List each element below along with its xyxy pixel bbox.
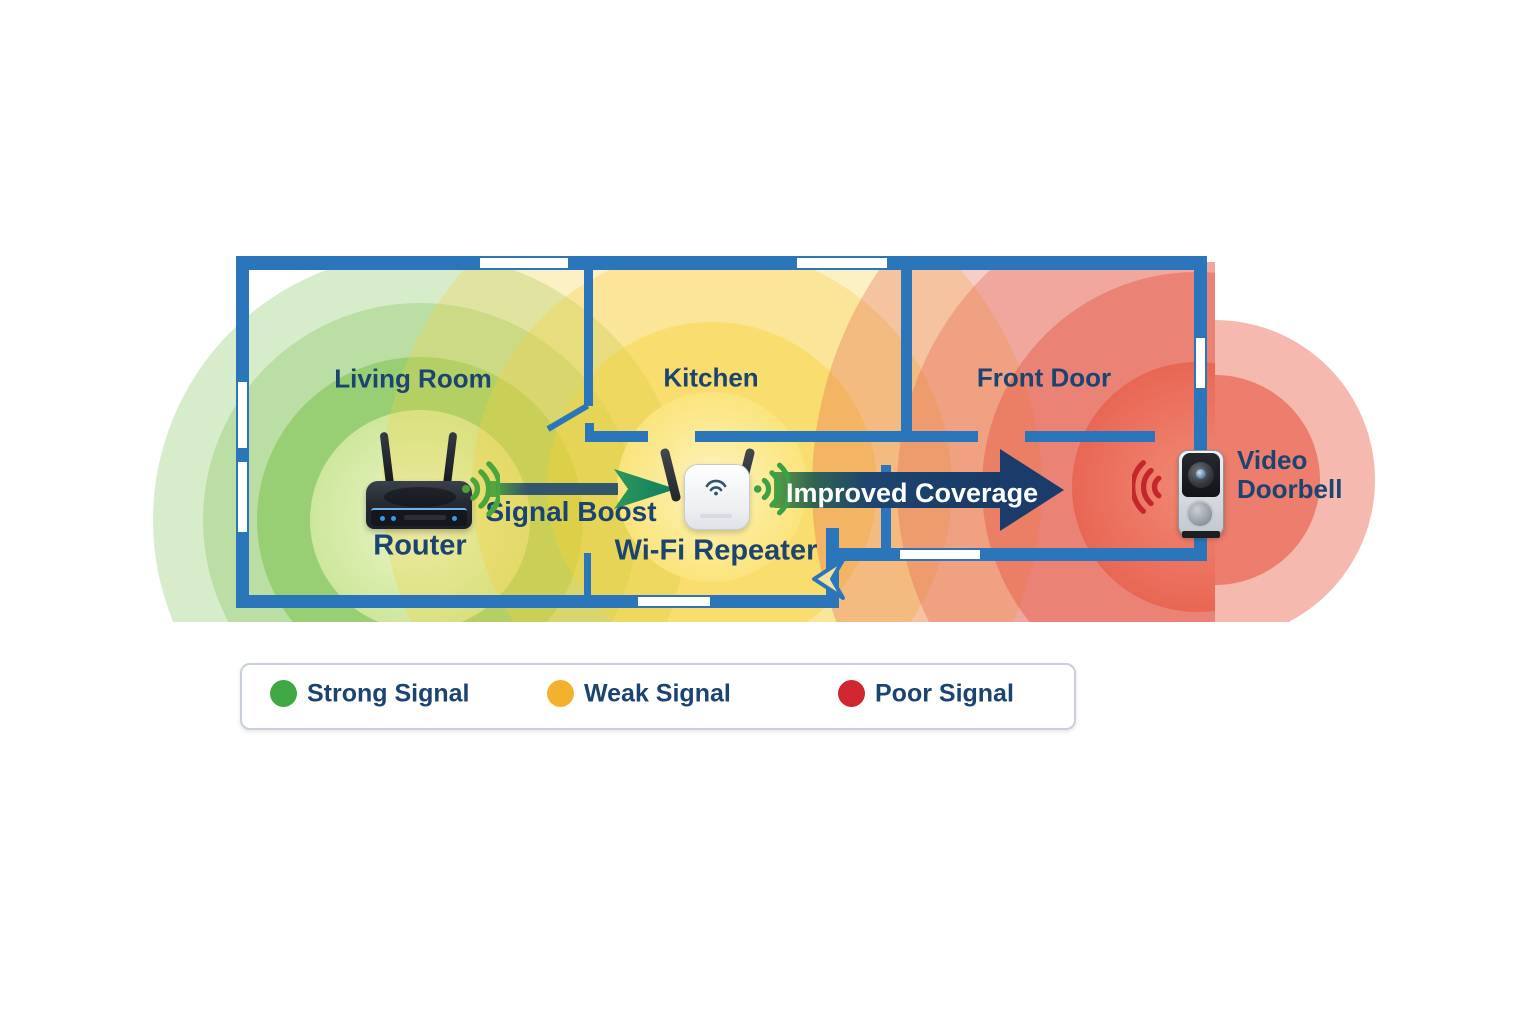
router-led-1 [380, 516, 385, 521]
router-label: Router [373, 529, 467, 562]
wall-kitchen-bottom-a [585, 431, 648, 442]
legend [240, 663, 1076, 730]
improved-coverage-arrow [774, 449, 1064, 531]
router-top-panel [384, 487, 456, 507]
doorbell-label-line2: Doorbell [1237, 474, 1343, 504]
doorbell-button [1186, 500, 1214, 528]
poor-signal-zone [130, 262, 1215, 622]
doorbell-base [1182, 531, 1220, 538]
poor-signal-dot-icon [838, 680, 865, 707]
wall-top [236, 256, 1207, 270]
window-wing-bottom [900, 550, 980, 559]
room-label-kitchen: Kitchen [663, 362, 759, 393]
signal-boost-label: Signal Boost [485, 496, 657, 527]
repeater-device [684, 464, 750, 530]
wall-divider-living-kitchen [584, 266, 593, 406]
window-top-1 [480, 258, 568, 268]
repeater-wifi-icon [705, 479, 727, 496]
repeater-label: Wi-Fi Repeater [614, 534, 818, 567]
doorbell-label: Video Doorbell [1237, 446, 1342, 504]
wall-divider-stub [584, 553, 591, 595]
router-wifi-waves-icon [462, 461, 500, 517]
window-left-2 [238, 462, 247, 532]
repeater-seam [700, 514, 732, 518]
window-left-1 [238, 382, 247, 448]
legend-label-weak: Weak Signal [584, 679, 731, 708]
legend-label-strong: Strong Signal [307, 679, 470, 708]
signal-boost-arrow [486, 469, 676, 509]
improved-coverage-label: Improved Coverage [786, 478, 1039, 508]
room-label-living-room: Living Room [334, 363, 492, 394]
poor-signal-outdoor-spill [1215, 262, 1380, 622]
router-vent-slot [404, 515, 446, 520]
window-right [1196, 338, 1205, 388]
wall-kitchen-notch [585, 423, 594, 437]
weak-signal-dot-icon [547, 680, 574, 707]
strong-signal-dot-icon [270, 680, 297, 707]
doorbell-wifi-waves-icon [1132, 460, 1162, 514]
wall-kitchen-bottom-b [695, 431, 978, 442]
entry-door-icon [812, 558, 845, 600]
doorbell-label-line1: Video [1237, 445, 1308, 475]
window-bottom [638, 597, 710, 606]
room-label-front-door: Front Door [976, 362, 1112, 393]
wall-divider-kitchen-frontdoor [901, 266, 912, 442]
legend-label-poor: Poor Signal [875, 679, 1014, 708]
wall-lower-divider [881, 465, 891, 553]
wall-bottom-main [236, 595, 839, 608]
repeater-wifi-waves-icon [753, 462, 790, 516]
signal-zones [130, 262, 1380, 622]
wall-hall-bottom [1025, 431, 1155, 442]
window-top-2 [797, 258, 887, 268]
router-led-2 [391, 516, 396, 521]
router-led-3 [452, 516, 457, 521]
doorbell-lens-pupil [1196, 469, 1206, 479]
